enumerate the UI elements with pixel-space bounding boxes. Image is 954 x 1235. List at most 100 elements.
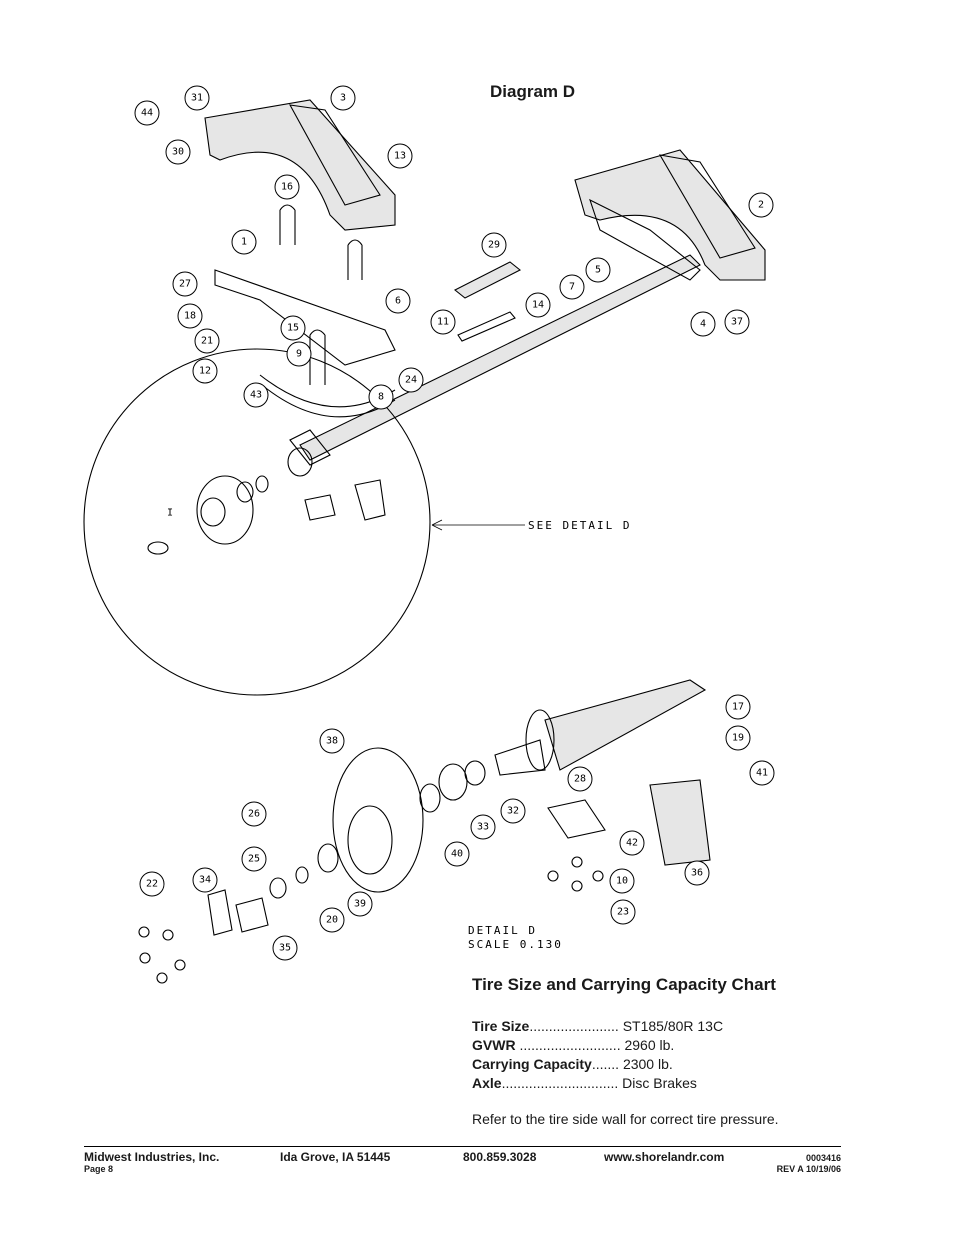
svg-text:34: 34 xyxy=(199,875,211,886)
footer-company: Midwest Industries, Inc. xyxy=(84,1150,220,1164)
callout-23: 23 xyxy=(610,899,636,925)
callout-33: 33 xyxy=(470,814,496,840)
svg-text:6: 6 xyxy=(395,296,401,307)
callout-18: 18 xyxy=(177,303,203,329)
callout-4: 4 xyxy=(690,311,716,337)
spec-row-carrying-capacity: Carrying Capacity....... 2300 lb. xyxy=(472,1056,673,1072)
callout-13: 13 xyxy=(387,143,413,169)
callout-5: 5 xyxy=(585,257,611,283)
svg-text:43: 43 xyxy=(250,390,262,401)
svg-text:40: 40 xyxy=(451,849,463,860)
callout-32: 32 xyxy=(500,798,526,824)
svg-text:2: 2 xyxy=(758,200,764,211)
svg-text:35: 35 xyxy=(279,943,291,954)
callout-I: I xyxy=(167,508,173,519)
diagram-title: Diagram D xyxy=(490,82,576,101)
svg-text:42: 42 xyxy=(626,838,638,849)
svg-text:44: 44 xyxy=(141,108,153,119)
spec-leader-dots: .............................. xyxy=(501,1075,619,1091)
spec-label: Tire Size xyxy=(472,1018,530,1034)
footer-website-link[interactable]: www.shorelandr.com xyxy=(604,1150,725,1164)
svg-text:36: 36 xyxy=(691,868,703,879)
callout-25: 25 xyxy=(241,846,267,872)
footer-revision: REV A 10/19/06 xyxy=(776,1164,841,1174)
svg-text:37: 37 xyxy=(731,317,743,328)
svg-text:11: 11 xyxy=(437,317,449,328)
svg-text:22: 22 xyxy=(146,879,158,890)
svg-text:5: 5 xyxy=(595,265,601,276)
svg-text:41: 41 xyxy=(756,768,768,779)
svg-text:32: 32 xyxy=(507,806,519,817)
callout-22: 22 xyxy=(139,871,165,897)
svg-text:3: 3 xyxy=(340,93,346,104)
detail-axle-end xyxy=(494,679,707,776)
callout-44: 44 xyxy=(134,100,160,126)
callout-16: 16 xyxy=(274,174,300,200)
detail-caliper xyxy=(547,779,711,866)
spec-value: 2960 lb. xyxy=(624,1037,675,1053)
callout-26: 26 xyxy=(241,801,267,827)
callout-28: 28 xyxy=(567,766,593,792)
spec-leader-dots: ....................... xyxy=(529,1018,619,1034)
spec-label: Carrying Capacity xyxy=(472,1056,592,1072)
callout-34: 34 xyxy=(192,867,218,893)
callout-3: 3 xyxy=(330,85,356,111)
spec-row-tire-size: Tire Size....................... ST185/8… xyxy=(472,1018,723,1034)
svg-text:24: 24 xyxy=(405,375,417,386)
svg-text:8: 8 xyxy=(378,392,384,403)
svg-text:27: 27 xyxy=(179,279,191,290)
spec-label: Axle xyxy=(472,1075,502,1091)
svg-text:4: 4 xyxy=(700,319,706,330)
detail-circle xyxy=(83,348,431,696)
svg-text:29: 29 xyxy=(488,240,500,251)
footer-divider xyxy=(84,1146,841,1147)
callout-2: 2 xyxy=(748,192,774,218)
callout-43: 43 xyxy=(243,382,269,408)
step-plate xyxy=(453,261,522,342)
callout-19: 19 xyxy=(725,725,751,751)
svg-text:12: 12 xyxy=(199,366,211,377)
callout-7: 7 xyxy=(559,274,585,300)
callout-24: 24 xyxy=(398,367,424,393)
callout-27: 27 xyxy=(172,271,198,297)
callout-21: 21 xyxy=(194,328,220,354)
callout-30: 30 xyxy=(165,139,191,165)
callout-29: 29 xyxy=(481,232,507,258)
svg-text:19: 19 xyxy=(732,733,744,744)
svg-text:28: 28 xyxy=(574,774,586,785)
svg-text:1: 1 xyxy=(241,237,247,248)
callout-41: 41 xyxy=(749,760,775,786)
axle-beam xyxy=(289,254,701,466)
svg-text:33: 33 xyxy=(477,822,489,833)
spec-value: Disc Brakes xyxy=(622,1075,697,1091)
callout-35: 35 xyxy=(272,935,298,961)
svg-text:30: 30 xyxy=(172,147,184,158)
u-bolts xyxy=(279,204,363,385)
spec-value: ST185/80R 13C xyxy=(622,1018,724,1034)
detail-bearings xyxy=(207,866,309,936)
svg-text:39: 39 xyxy=(354,899,366,910)
callout-15: 15 xyxy=(280,315,306,341)
detail-rotor xyxy=(317,747,486,893)
svg-text:7: 7 xyxy=(569,282,575,293)
detail-label: DETAIL D xyxy=(468,924,537,937)
footer-address: Ida Grove, IA 51445 xyxy=(280,1150,391,1164)
footer-page-number: Page 8 xyxy=(84,1164,114,1174)
spec-row-gvwr: GVWR .......................... 2960 lb. xyxy=(472,1037,674,1053)
callout-38: 38 xyxy=(319,728,345,754)
spec-value: 2300 lb. xyxy=(622,1056,673,1072)
spec-leader-dots: .......................... xyxy=(519,1037,621,1053)
svg-text:25: 25 xyxy=(248,854,260,865)
callout-39: 39 xyxy=(347,891,373,917)
callout-17: 17 xyxy=(725,694,751,720)
part-callouts: 44 31 3 30 13 16 2 1 29 27 5 7 6 18 14 1… xyxy=(134,85,775,961)
spec-leader-dots: ....... xyxy=(591,1056,620,1072)
hub-and-rotor-small xyxy=(147,447,386,555)
callout-40: 40 xyxy=(444,841,470,867)
svg-text:31: 31 xyxy=(191,93,203,104)
callout-12: 12 xyxy=(192,358,218,384)
capacity-chart-title: Tire Size and Carrying Capacity Chart xyxy=(472,975,776,994)
svg-text:17: 17 xyxy=(732,702,744,713)
svg-text:15: 15 xyxy=(287,323,299,334)
right-fender xyxy=(574,149,766,281)
